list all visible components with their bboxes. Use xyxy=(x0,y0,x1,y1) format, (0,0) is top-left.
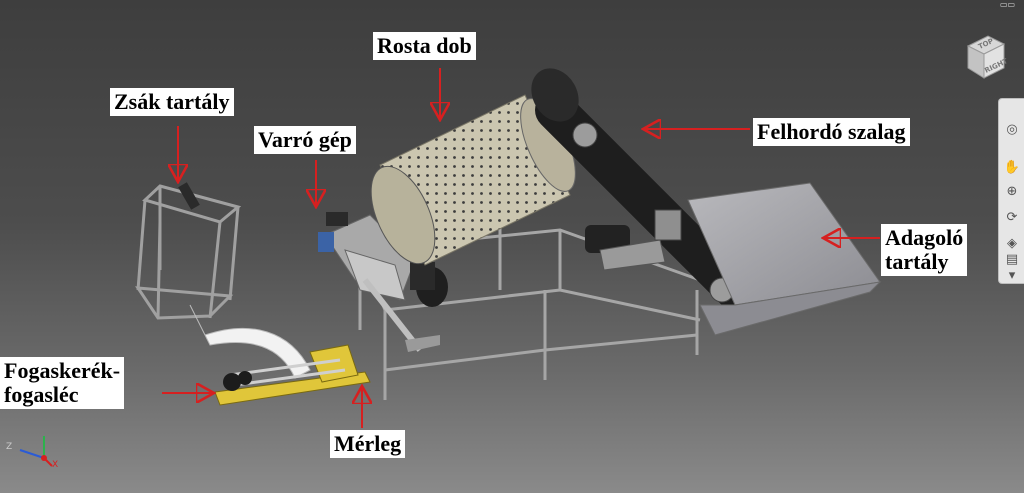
bag-roll xyxy=(178,182,200,210)
scale-rack xyxy=(214,344,371,406)
window-restore-icon[interactable]: ▭▭ xyxy=(1000,0,1016,9)
orbit-icon[interactable]: ⟳ xyxy=(1006,210,1018,225)
label-varro-gep: Varró gép xyxy=(254,126,356,154)
sieve-drum xyxy=(370,94,576,266)
sewing-machine xyxy=(318,212,448,352)
look-icon[interactable]: ◈ xyxy=(1007,236,1017,251)
axis-triad-icon xyxy=(19,436,53,467)
viewcube-icon xyxy=(966,35,1006,79)
viewcube[interactable]: TOP RIGHT xyxy=(962,32,1009,82)
label-fogaskerek-fogasleck: Fogaskerék- fogasléc xyxy=(0,357,125,409)
label-fogaskerek-line2: fogasléc xyxy=(4,382,79,407)
showmotion-icon[interactable]: ▤ xyxy=(1005,252,1019,267)
weigh-chute xyxy=(189,304,311,379)
label-fogaskerek-line1: Fogaskerék- xyxy=(4,358,121,383)
label-rosta-dob: Rosta dob xyxy=(373,32,476,60)
annotation-arrows xyxy=(162,68,880,428)
label-merleg: Mérleg xyxy=(330,430,406,458)
label-felhordo-szalag: Felhordó szalag xyxy=(753,118,910,146)
navigation-bar: ◎ ✋ ⊕ ⟳ ◈ ▤ ▾ xyxy=(998,98,1024,284)
label-adagolo-line1: Adagoló xyxy=(885,225,964,250)
axis-triad: Z X xyxy=(2,430,62,475)
bag-holder-frame xyxy=(135,184,242,320)
label-adagolo-tartaly: Adagoló tartály xyxy=(881,224,968,276)
zoom-icon[interactable]: ⊕ xyxy=(1006,184,1018,199)
axis-x-label: X xyxy=(52,460,59,470)
conveyor-motor xyxy=(585,209,682,271)
steering-wheel-icon[interactable]: ◎ xyxy=(1006,122,1018,137)
label-adagolo-line2: tartály xyxy=(885,249,949,274)
axis-z-label: Z xyxy=(6,442,13,452)
label-zsak-tartaly: Zsák tartály xyxy=(110,88,234,116)
feed-hopper xyxy=(687,182,882,336)
pan-hand-icon[interactable]: ✋ xyxy=(1003,160,1021,175)
expand-icon[interactable]: ▾ xyxy=(1008,268,1016,283)
